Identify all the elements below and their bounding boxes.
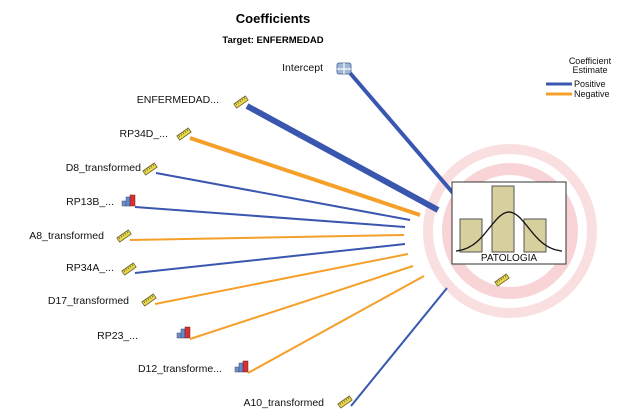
ruler-icon [142, 162, 158, 176]
ruler-icon [121, 262, 137, 276]
ruler-icon [337, 395, 353, 409]
predictor-node[interactable]: D12_transforme... [138, 360, 249, 375]
ruler-icon [176, 127, 192, 141]
target-node[interactable]: PATOLOGIA [451, 181, 567, 287]
predictor-label: RP34D_... [120, 128, 168, 140]
histogram-bar [491, 185, 515, 253]
coefficient-edge-7[interactable] [134, 243, 406, 274]
ruler-icon [494, 273, 510, 287]
predictor-label: A8_transformed [29, 230, 104, 242]
predictor-label: A10_transformed [243, 397, 324, 409]
target-label: PATOLOGIA [481, 253, 537, 264]
histogram-normal-curve-icon [455, 185, 563, 253]
coefficient-edge-2[interactable] [245, 103, 440, 213]
predictor-node[interactable]: D17_transformed [48, 293, 157, 307]
predictor-label: D17_transformed [48, 295, 129, 307]
predictor-node[interactable]: D8_transformed [66, 162, 158, 176]
histogram-bar [459, 218, 483, 253]
predictor-node[interactable]: A8_transformed [29, 229, 132, 243]
predictor-label: ENFERMEDAD... [137, 94, 219, 106]
chart-subtitle: Target: ENFERMEDAD [222, 35, 323, 46]
coefficient-edge-5[interactable] [134, 206, 406, 228]
legend-title-line1: Coefficient [569, 56, 612, 66]
coefficient-edge-10[interactable] [247, 275, 425, 374]
predictor-node[interactable]: RP34D_... [120, 127, 192, 141]
predictor-label: RP23_... [97, 330, 138, 342]
predictor-node[interactable]: RP13B_... [66, 194, 136, 208]
predictor-label: D8_transformed [66, 162, 141, 174]
nominal-bars-icon [234, 360, 249, 373]
coefficient-edge-3[interactable] [189, 136, 421, 217]
predictor-node[interactable]: RP34A_... [66, 262, 137, 276]
predictor-node[interactable]: Intercept [282, 62, 352, 75]
predictor-label: D12_transforme... [138, 363, 222, 375]
normal-curve [455, 211, 563, 252]
predictor-label: RP13B_... [66, 196, 114, 208]
ruler-icon [233, 95, 249, 109]
coefficient-edge-9[interactable] [189, 265, 414, 340]
coefficient-edge-4[interactable] [155, 172, 411, 221]
legend-title-line2: Estimate [572, 65, 607, 75]
target-inner-ring [442, 163, 578, 299]
coefficient-edge-6[interactable] [129, 234, 405, 241]
predictor-node[interactable]: RP23_... [97, 326, 191, 342]
chart-title: Coefficients [236, 11, 310, 26]
predictor-node[interactable]: ENFERMEDAD... [137, 94, 249, 109]
legend: Coefficient Estimate Positive Negative [546, 56, 612, 99]
nominal-bars-icon [176, 326, 191, 339]
legend-positive-label: Positive [574, 79, 606, 89]
nominal-bars-icon [121, 194, 136, 207]
coefficient-edges [129, 71, 597, 407]
coefficient-edge-11[interactable] [350, 287, 448, 407]
target-outer-ring [423, 144, 597, 318]
ruler-icon [116, 229, 132, 243]
intercept-icon [336, 62, 352, 75]
predictor-node[interactable]: A10_transformed [243, 395, 353, 409]
predictor-label: Intercept [282, 62, 323, 74]
coefficient-edge-1[interactable] [348, 71, 467, 209]
ruler-icon [141, 293, 157, 307]
legend-negative-label: Negative [574, 89, 610, 99]
coefficient-edge-8[interactable] [154, 253, 409, 305]
predictor-label: RP34A_... [66, 262, 114, 274]
